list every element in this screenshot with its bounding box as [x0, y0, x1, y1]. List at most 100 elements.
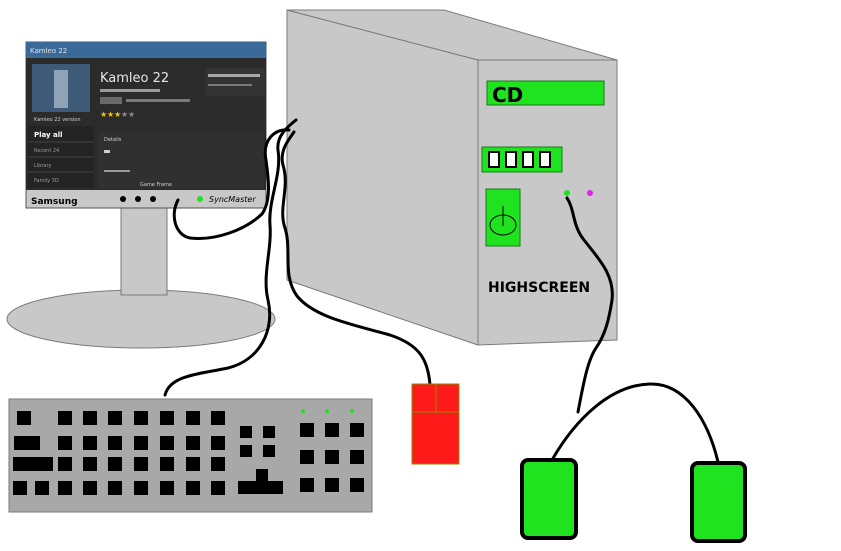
- keyboard-key[interactable]: [211, 436, 225, 450]
- keyboard-key[interactable]: [14, 436, 40, 450]
- monitor-button[interactable]: [150, 196, 156, 202]
- monitor-power-led: [197, 196, 203, 202]
- speaker-cable-split: [550, 382, 720, 464]
- monitor-stand-neck: [120, 206, 168, 296]
- tower-front: [477, 59, 618, 346]
- keyboard-key[interactable]: [134, 457, 148, 471]
- keyboard-led: [325, 409, 329, 413]
- keyboard-key[interactable]: [256, 469, 268, 483]
- rating-star-icon: ★: [100, 110, 107, 119]
- power-led: [564, 190, 570, 196]
- keyboard-key[interactable]: [186, 481, 200, 495]
- keyboard-key[interactable]: [211, 481, 225, 495]
- game-title: Kamleo 22: [100, 71, 169, 86]
- keyboard-key[interactable]: [186, 436, 200, 450]
- screen-titlebar-text: Kamleo 22: [30, 47, 67, 55]
- keyboard-key[interactable]: [350, 450, 364, 464]
- rating-star-icon: ★: [114, 110, 121, 119]
- keyboard-key[interactable]: [300, 450, 314, 464]
- keyboard-key[interactable]: [300, 478, 314, 492]
- keyboard-key[interactable]: [160, 481, 174, 495]
- keyboard-led: [350, 409, 354, 413]
- keyboard-key[interactable]: [263, 426, 275, 438]
- keyboard-key[interactable]: [211, 457, 225, 471]
- sidebar-item[interactable]: Family 3D: [34, 178, 59, 184]
- keyboard-key[interactable]: [160, 457, 174, 471]
- monitor-brand: Samsung: [31, 197, 78, 207]
- keyboard-key[interactable]: [325, 423, 339, 437]
- screen-footer-text: Game Frame: [140, 182, 172, 188]
- panel-label: Details: [104, 137, 122, 143]
- game-rating-stars: ★★★★★: [100, 110, 135, 119]
- monitor-button[interactable]: [120, 196, 126, 202]
- keyboard-key[interactable]: [325, 478, 339, 492]
- keyboard-key[interactable]: [83, 411, 97, 425]
- keyboard-key[interactable]: [13, 457, 53, 471]
- sidebar-header[interactable]: Play all: [34, 131, 63, 139]
- keyboard-keys: [13, 411, 364, 495]
- rating-star-icon: ★: [107, 110, 114, 119]
- sidebar-item[interactable]: Library: [34, 163, 52, 169]
- keyboard-key[interactable]: [325, 450, 339, 464]
- power-button[interactable]: [485, 188, 521, 247]
- usb-port[interactable]: [505, 151, 517, 168]
- monitor: Kamleo 22 Kamleo 22 version Kamleo 22 ★★…: [25, 41, 267, 209]
- keyboard-key[interactable]: [13, 481, 27, 495]
- keyboard-key[interactable]: [240, 426, 252, 438]
- keyboard-key[interactable]: [240, 445, 252, 457]
- monitor-model: SyncMaster: [209, 195, 256, 204]
- cd-drive[interactable]: [486, 80, 605, 106]
- monitor-cable: [172, 128, 291, 240]
- keyboard-key[interactable]: [211, 411, 225, 425]
- keyboard-key[interactable]: [134, 411, 148, 425]
- mouse-cable: [280, 130, 432, 387]
- keyboard-key[interactable]: [263, 445, 275, 457]
- rating-star-icon: ★: [121, 110, 128, 119]
- keyboard-key[interactable]: [58, 457, 72, 471]
- keyboard-key[interactable]: [350, 478, 364, 492]
- game-info-line: [126, 99, 190, 102]
- keyboard-key[interactable]: [83, 481, 97, 495]
- rating-star-icon: ★: [128, 110, 135, 119]
- keyboard-key[interactable]: [35, 481, 49, 495]
- keyboard-cable: [163, 118, 298, 397]
- keyboard-key[interactable]: [58, 481, 72, 495]
- keyboard-key[interactable]: [134, 436, 148, 450]
- usb-port[interactable]: [539, 151, 551, 168]
- usb-port[interactable]: [488, 151, 500, 168]
- keyboard-key[interactable]: [108, 481, 122, 495]
- keyboard-key[interactable]: [134, 481, 148, 495]
- keyboard-key[interactable]: [186, 411, 200, 425]
- keyboard-key[interactable]: [186, 457, 200, 471]
- keyboard-key[interactable]: [83, 457, 97, 471]
- keyboard-key[interactable]: [108, 411, 122, 425]
- keyboard-key[interactable]: [108, 457, 122, 471]
- panel-content-line: [104, 150, 110, 153]
- right-speaker: [690, 461, 747, 543]
- panel-content-line: [104, 170, 130, 172]
- game-meta-line: [100, 89, 160, 92]
- usb-port[interactable]: [522, 151, 534, 168]
- keyboard-key[interactable]: [160, 411, 174, 425]
- keyboard-key[interactable]: [160, 436, 174, 450]
- game-cover-figure: [54, 70, 68, 108]
- keyboard-key[interactable]: [58, 411, 72, 425]
- keyboard-key[interactable]: [238, 481, 283, 494]
- game-tag-badge: [100, 97, 122, 104]
- side-panel-line: [208, 74, 260, 77]
- monitor-stand-base: [6, 289, 276, 349]
- sidebar-item[interactable]: Recent 24: [34, 148, 59, 154]
- keyboard-key[interactable]: [83, 436, 97, 450]
- keyboard-key[interactable]: [58, 436, 72, 450]
- pc-tower: CD HIGHSCREEN: [286, 9, 618, 346]
- keyboard-led: [301, 409, 305, 413]
- keyboard-key[interactable]: [108, 436, 122, 450]
- side-panel: [205, 68, 265, 96]
- hdd-led: [587, 190, 593, 196]
- tower-brand: HIGHSCREEN: [488, 280, 590, 296]
- keyboard-key[interactable]: [17, 411, 31, 425]
- keyboard-key[interactable]: [300, 423, 314, 437]
- monitor-button[interactable]: [135, 196, 141, 202]
- keyboard-key[interactable]: [350, 423, 364, 437]
